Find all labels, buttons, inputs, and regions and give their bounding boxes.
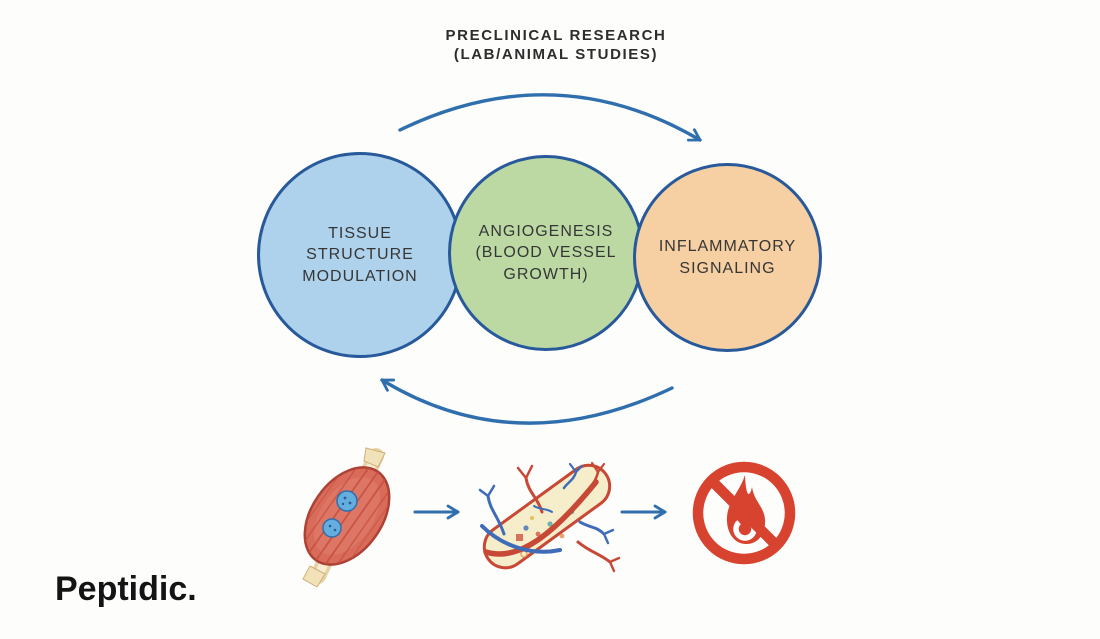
circle-label-tissue: TISSUE STRUCTURE MODULATION [302, 223, 417, 286]
brand-logo: Peptidic. [55, 570, 197, 608]
title-line-1: PRECLINICAL RESEARCH [445, 27, 667, 44]
muscle-tissue-illustration-icon [290, 447, 402, 588]
diagram-title: PRECLINICAL RESEARCH (LAB/ANIMAL STUDIES… [12, 27, 1100, 65]
circle-label-angiogenesis: ANGIOGENESIS (BLOOD VESSEL GROWTH) [475, 221, 616, 284]
label-line: SIGNALING [679, 259, 776, 277]
label-line: ANGIOGENESIS [478, 223, 614, 241]
cycle-arrow-top-icon [398, 93, 702, 142]
circle-label-inflammatory: INFLAMMATORY SIGNALING [659, 236, 796, 278]
cycle-arrow-bottom-icon [380, 378, 674, 425]
label-line: GROWTH) [503, 265, 589, 283]
no-inflammation-icon [692, 461, 796, 565]
venn-circle-inflammatory-signaling: INFLAMMATORY SIGNALING [633, 163, 822, 352]
label-line: STRUCTURE [306, 246, 414, 264]
label-line: (BLOOD VESSEL [475, 244, 617, 262]
title-line-2: (LAB/ANIMAL STUDIES) [453, 45, 659, 63]
venn-circle-tissue-structure-modulation: TISSUE STRUCTURE MODULATION [257, 152, 463, 358]
label-line: INFLAMMATORY [658, 238, 797, 256]
label-line: MODULATION [302, 267, 418, 285]
label-line: TISSUE [328, 225, 392, 243]
blood-vessel-growth-illustration-icon [478, 461, 621, 573]
venn-circle-angiogenesis: ANGIOGENESIS (BLOOD VESSEL GROWTH) [448, 155, 644, 351]
